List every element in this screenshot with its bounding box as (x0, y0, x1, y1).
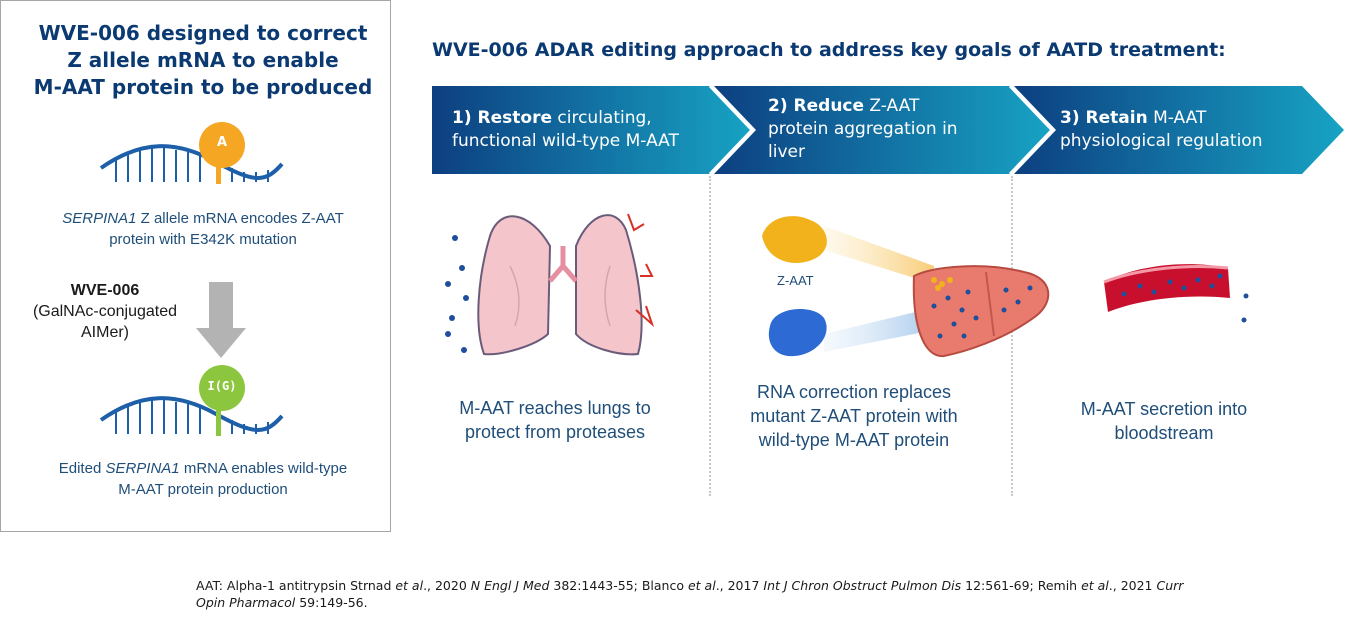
step-2-rest: Z-AAT (864, 96, 920, 116)
approach-title: WVE-006 ADAR editing approach to address… (432, 39, 1226, 61)
step-1-line2: functional wild-type M-AAT (452, 131, 679, 151)
fn-journal3: Curr Opin Pharmacol (196, 578, 1184, 610)
edited-mrna-strand-icon (99, 396, 284, 436)
step-2-line3: liver (768, 142, 805, 162)
caption1-rest: Z allele mRNA encodes Z-AAT (136, 210, 344, 227)
left-title-line1: WVE-006 designed to correct (38, 21, 368, 45)
liver-icon (762, 216, 1050, 358)
step-3-line2: physiological regulation (1060, 131, 1263, 151)
drug-desc-line1: (GalNAc-conjugated (32, 303, 178, 320)
lungs-caption-line1: M-AAT reaches lungs to (459, 398, 651, 418)
step-3-rest: M-AAT (1147, 108, 1207, 128)
lungs-caption: M-AAT reaches lungs to protect from prot… (430, 396, 680, 444)
inosine-badge-label: I(G) (207, 379, 237, 393)
lungs-icon (445, 213, 655, 356)
lungs-caption-line2: protect from proteases (464, 422, 646, 442)
fn-journal2: Int J Chron Obstruct Pulmon Dis (763, 578, 962, 593)
step-1-keyword: Restore (477, 108, 552, 128)
blood-vessel-icon (1103, 264, 1249, 323)
fn-etal2: et al (687, 578, 716, 593)
step-1: 1) Restore circulating, functional wild-… (452, 107, 722, 153)
step-2: 2) Reduce Z-AAT protein aggregation in l… (768, 95, 1008, 164)
adenosine-badge-label: A (216, 135, 228, 150)
mrna-strand-icon (99, 144, 284, 184)
fn-p2: ., 2020 (423, 578, 471, 593)
fn-p5: 12:561-69; Remih (961, 578, 1082, 593)
fn-journal1: N Engl J Med (470, 578, 550, 593)
step-2-num: 2) (768, 96, 794, 116)
left-title-line2: Z allele mRNA to enable (67, 48, 339, 72)
left-panel-title: WVE-006 designed to correct Z allele mRN… (14, 20, 392, 101)
fn-p4: ., 2017 (715, 578, 764, 593)
fn-p3: 382:1443-55; Blanco (549, 578, 688, 593)
gene-name-2: SERPINA1 (105, 460, 180, 477)
divider-2 (1011, 176, 1013, 496)
drug-label: WVE-006 (GalNAc-conjugated AIMer) (20, 280, 190, 343)
blood-caption-line2: bloodstream (1114, 423, 1214, 443)
zaat-label: Z-AAT (777, 273, 814, 288)
gene-name-1: SERPINA1 (62, 210, 137, 227)
caption2-rest: mRNA enables wild-type (179, 460, 348, 477)
fn-p6: ., 2021 (1108, 578, 1157, 593)
left-panel (0, 0, 391, 532)
drug-desc-line2: AIMer) (81, 324, 129, 341)
step-3-num: 3) (1060, 108, 1086, 128)
liver-caption: RNA correction replaces mutant Z-AAT pro… (726, 380, 982, 452)
step-2-line2: protein aggregation in (768, 119, 958, 139)
left-title-line3: M-AAT protein to be produced (33, 75, 373, 99)
step-1-rest: circulating, (552, 108, 652, 128)
fn-p7: 59:149-56. (295, 595, 368, 610)
adenosine-badge-icon (199, 122, 245, 168)
inosine-badge-icon (199, 365, 245, 411)
fn-p1: AAT: Alpha-1 antitrypsin Strnad (196, 578, 396, 593)
down-arrow-icon (196, 282, 246, 358)
drug-name: WVE-006 (70, 282, 140, 299)
divider-1 (709, 176, 711, 496)
liver-caption-line1: RNA correction replaces (756, 382, 952, 402)
blood-caption: M-AAT secretion into bloodstream (1054, 397, 1274, 445)
step-2-keyword: Reduce (793, 96, 865, 116)
liver-caption-line3: wild-type M-AAT protein (758, 430, 950, 450)
fn-etal1: et al (395, 578, 424, 593)
fn-etal3: et al (1081, 578, 1109, 593)
mrna-caption-2: Edited SERPINA1 mRNA enables wild-type M… (14, 458, 392, 500)
liver-caption-line2: mutant Z-AAT protein with (750, 406, 958, 426)
step-3: 3) Retain M-AAT physiological regulation (1060, 107, 1320, 153)
references-footnote: AAT: Alpha-1 antitrypsin Strnad et al., … (196, 577, 1206, 611)
goals-chevron-bar (432, 84, 1344, 176)
caption2-line2: M-AAT protein production (118, 481, 288, 498)
caption1-line2: protein with E342K mutation (109, 231, 297, 248)
blood-caption-line1: M-AAT secretion into (1080, 399, 1248, 419)
step-1-num: 1) (452, 108, 478, 128)
mrna-caption-1: SERPINA1 Z allele mRNA encodes Z-AAT pro… (14, 208, 392, 250)
caption2-prefix: Edited (58, 460, 106, 477)
step-3-keyword: Retain (1085, 108, 1148, 128)
